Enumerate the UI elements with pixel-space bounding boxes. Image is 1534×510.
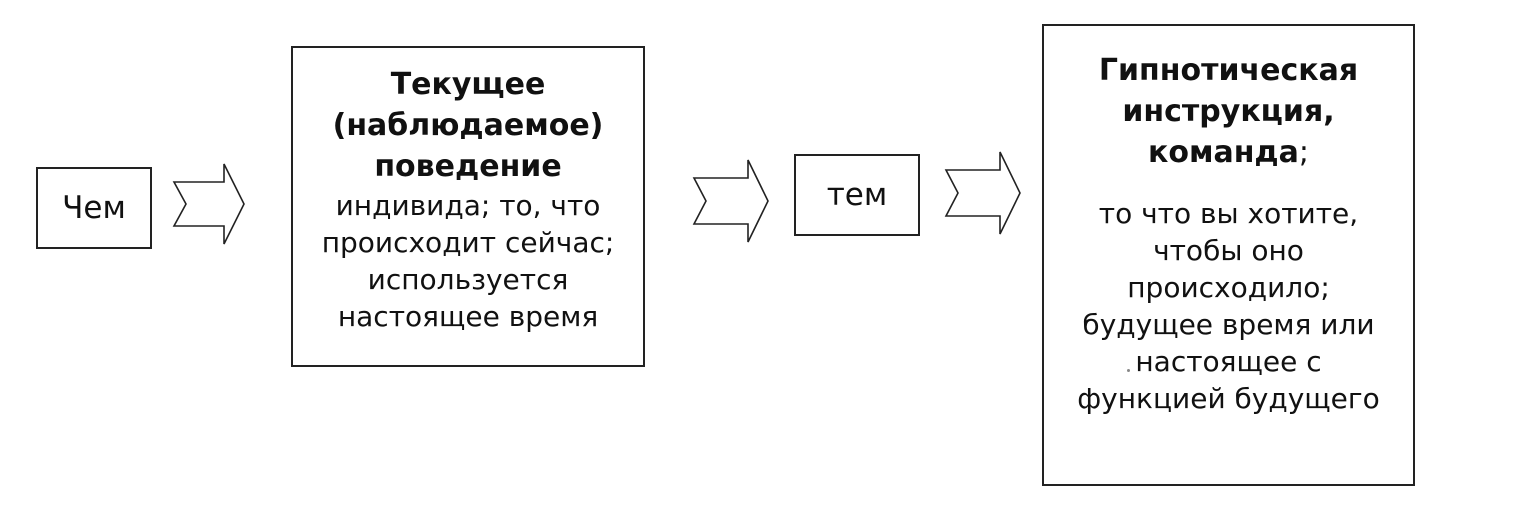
arrow-3 [944, 151, 1021, 235]
hypno-line-2: чтобы оно [1153, 234, 1304, 267]
box-chem-label: Чем [62, 190, 126, 226]
box-tem-label: тем [826, 177, 888, 213]
hypno-line-6: функцией будущего [1077, 382, 1380, 415]
hypno-bold-line-1: Гипнотическая [1098, 53, 1359, 88]
hypno-bold-line-3-wrapper: команда; [1044, 132, 1413, 173]
current-line-3: используется [367, 263, 569, 296]
current-bold-line-2: (наблюдаемое) [332, 108, 604, 143]
hypno-line-5: настоящее с [1135, 345, 1322, 378]
hypno-bold-suffix: ; [1298, 135, 1310, 170]
arrow-2 [692, 159, 769, 243]
hypno-line-3: происходило; [1127, 271, 1330, 304]
current-bold-line-3: поведение [374, 149, 562, 184]
arrow-1 [172, 163, 245, 245]
hypno-bold-line-2: инструкция, [1122, 94, 1335, 129]
hypno-line-1: то что вы хотите, [1098, 197, 1359, 230]
current-bold-line-1: Текущее [390, 67, 546, 102]
hypno-spacer [1044, 173, 1413, 195]
hypno-bold-line-3: команда [1147, 135, 1299, 170]
current-line-2: происходит сейчас; [321, 226, 615, 259]
current-line-1: индивида; то, что [335, 189, 601, 222]
box-hypnotic-instruction: Гипнотическая инструкция, команда; то чт… [1042, 24, 1415, 486]
hypno-line-4: будущее время или [1082, 308, 1375, 341]
stray-dot [1127, 369, 1130, 372]
box-chem: Чем [36, 167, 152, 249]
current-line-4: настоящее время [337, 300, 599, 333]
box-tem: тем [794, 154, 920, 236]
box-current-behavior: Текущее (наблюдаемое) поведение индивида… [291, 46, 645, 367]
